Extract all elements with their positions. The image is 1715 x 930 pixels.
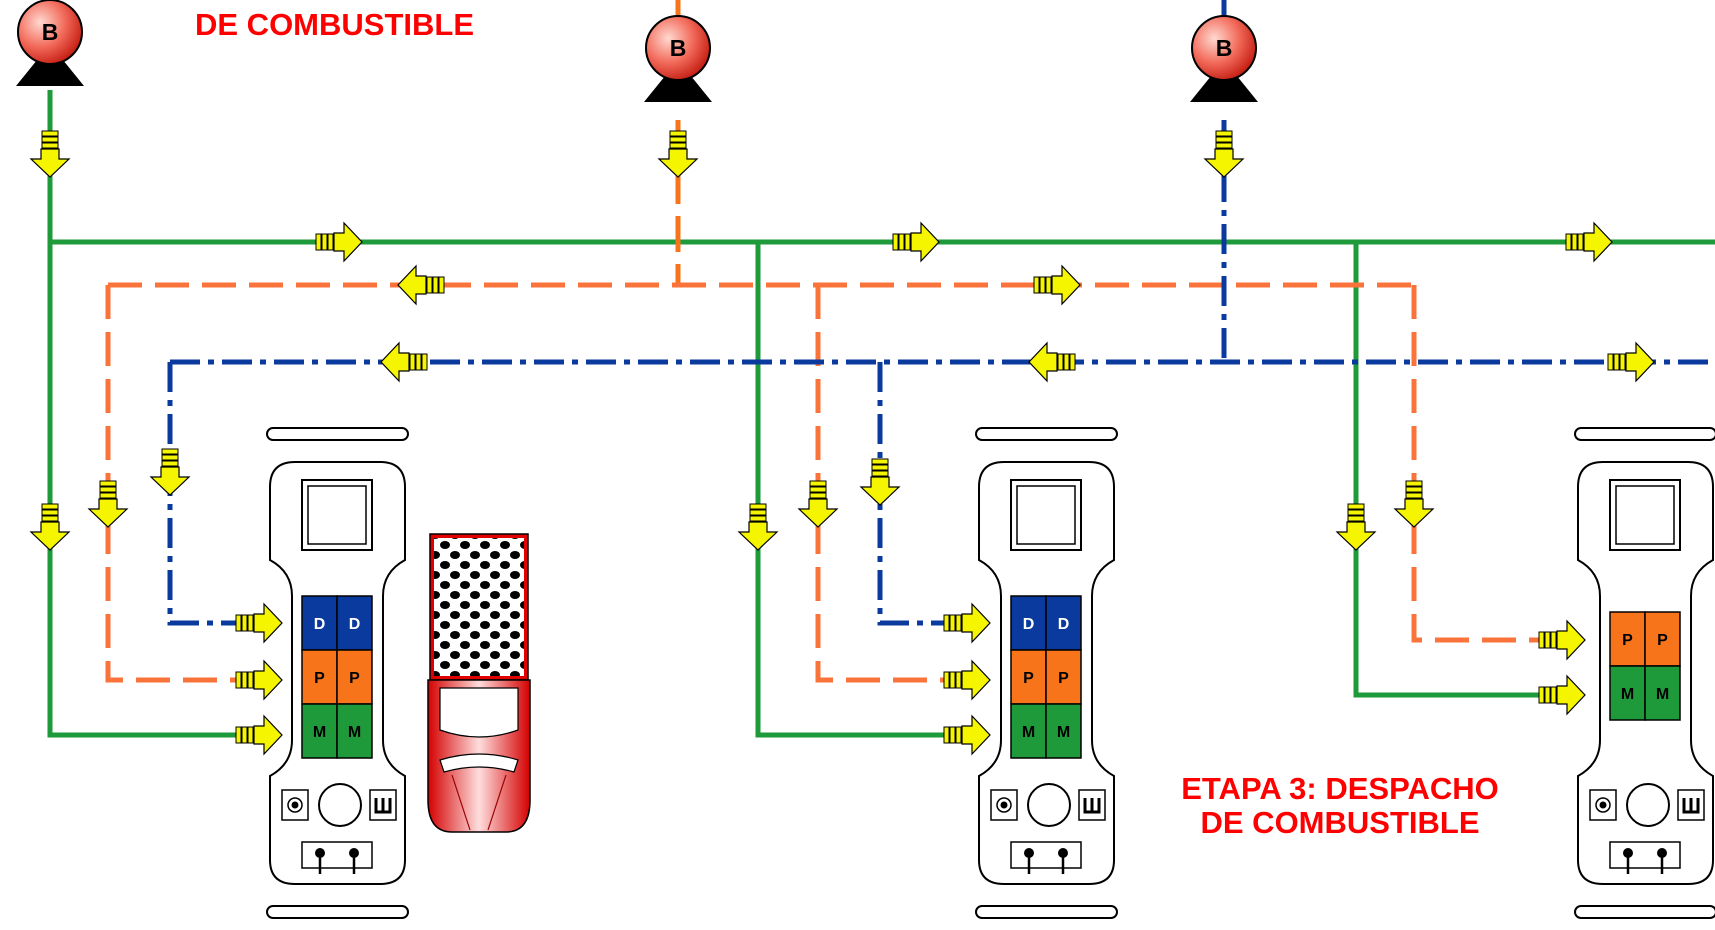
- car-icon: [427, 533, 531, 833]
- flow-arrows: [29, 130, 1655, 756]
- pump-body: [1191, 15, 1257, 81]
- island-curb-top: [266, 427, 409, 441]
- flow-arrow-icon: [943, 602, 991, 644]
- flow-arrow-icon: [1033, 264, 1081, 306]
- nozzle-holder-icon: [301, 841, 373, 869]
- magna-pipe-main: [47, 90, 242, 738]
- magna-pipe-drop-3: [1353, 242, 1570, 698]
- island-curb-top: [1574, 427, 1715, 441]
- hose-reel-icon: [1626, 783, 1670, 827]
- nozzle-premium: [1045, 649, 1082, 705]
- nozzle-label: M: [348, 724, 361, 741]
- dispenser: P P M M: [1574, 427, 1715, 919]
- nozzle-label: D: [1023, 616, 1035, 633]
- nozzle-label: P: [1058, 670, 1069, 687]
- nozzle-label: M: [313, 724, 326, 741]
- nozzle-label: P: [1023, 670, 1034, 687]
- flow-arrow-icon: [235, 659, 283, 701]
- island-curb-bottom: [1574, 905, 1715, 919]
- nozzle-label: P: [1622, 632, 1633, 649]
- flow-arrow-icon: [1393, 480, 1435, 528]
- flow-arrow-icon: [892, 221, 940, 263]
- flow-arrow-icon: [149, 448, 191, 496]
- premium-pipe-drop-1: [105, 285, 242, 683]
- diesel-pipe-drop-2: [877, 362, 948, 626]
- dispensers: D D P P M M D D P P M M P P M M: [266, 427, 1715, 919]
- nozzle-label: P: [1657, 632, 1668, 649]
- pump-icon: B: [16, 0, 84, 86]
- nozzle-premium: [1010, 649, 1047, 705]
- flow-arrow-icon: [1335, 503, 1377, 551]
- premium-pipe-drop-3: [1411, 285, 1545, 643]
- nozzle-magna: [1644, 665, 1681, 721]
- island-curb-bottom: [266, 905, 409, 919]
- flow-arrow-icon: [797, 480, 839, 528]
- pump-icon: B: [644, 15, 712, 102]
- nozzle-label: M: [1656, 686, 1669, 703]
- magna-pipe-drop-2: [755, 242, 948, 738]
- flow-arrow-icon: [235, 714, 283, 756]
- flow-arrow-icon: [380, 341, 428, 383]
- premium-pipe-drop-2: [815, 285, 948, 683]
- island-curb-bottom: [975, 905, 1118, 919]
- pump-label: B: [42, 19, 59, 45]
- pump-body: [17, 0, 83, 65]
- nozzle-holder-icon: [1010, 841, 1082, 869]
- display-screen: [301, 479, 373, 551]
- display-screen: [1609, 479, 1681, 551]
- flow-arrow-icon: [657, 130, 699, 178]
- dispenser: D D P P M M: [975, 427, 1118, 919]
- nozzle-label: P: [349, 670, 360, 687]
- nozzle-label: M: [1057, 724, 1070, 741]
- nozzle-label: M: [1621, 686, 1634, 703]
- nozzle-label: M: [1022, 724, 1035, 741]
- flow-arrow-icon: [1203, 130, 1245, 178]
- hose-reel-icon: [318, 783, 362, 827]
- nozzle-magna: [301, 703, 338, 759]
- nozzle-diesel: [336, 595, 373, 651]
- flow-arrow-icon: [397, 264, 445, 306]
- pump-label: B: [1216, 35, 1233, 61]
- stage-3-title: ETAPA 3: DESPACHO DE COMBUSTIBLE: [1140, 772, 1540, 840]
- display-screen: [1010, 479, 1082, 551]
- island-curb-top: [975, 427, 1118, 441]
- flow-arrow-icon: [1028, 341, 1076, 383]
- nozzle-premium: [336, 649, 373, 705]
- hose-reel-icon: [1027, 783, 1071, 827]
- flow-arrow-icon: [87, 480, 129, 528]
- nozzle-holder-icon: [1609, 841, 1681, 869]
- flow-arrow-icon: [1538, 619, 1586, 661]
- flow-arrow-icon: [1607, 341, 1655, 383]
- flow-arrow-icon: [943, 714, 991, 756]
- pump-icon: B: [1190, 15, 1258, 102]
- stage-3-title-line-2: DE COMBUSTIBLE: [1200, 805, 1480, 840]
- flow-arrow-icon: [29, 503, 71, 551]
- nozzle-magna: [1609, 665, 1646, 721]
- nozzle-diesel: [301, 595, 338, 651]
- pump-label: B: [670, 35, 687, 61]
- flow-arrow-icon: [315, 221, 363, 263]
- nozzle-label: D: [314, 616, 326, 633]
- nozzle-label: D: [349, 616, 361, 633]
- flow-arrow-icon: [1538, 674, 1586, 716]
- nozzle-diesel: [1010, 595, 1047, 651]
- flow-arrow-icon: [1565, 221, 1613, 263]
- nozzle-magna: [1045, 703, 1082, 759]
- top-title: DE COMBUSTIBLE: [195, 7, 474, 42]
- flow-arrow-icon: [943, 659, 991, 701]
- flow-arrow-icon: [29, 130, 71, 178]
- nozzle-label: D: [1058, 616, 1070, 633]
- flow-arrow-icon: [737, 503, 779, 551]
- nozzle-label: P: [314, 670, 325, 687]
- nozzle-magna: [336, 703, 373, 759]
- diesel-pipe-drop-1: [167, 362, 242, 626]
- dispenser: D D P P M M: [266, 427, 409, 919]
- pump-body: [645, 15, 711, 81]
- stage-3-title-line-1: ETAPA 3: DESPACHO: [1181, 771, 1499, 806]
- flow-arrow-icon: [235, 602, 283, 644]
- flow-arrow-icon: [859, 458, 901, 506]
